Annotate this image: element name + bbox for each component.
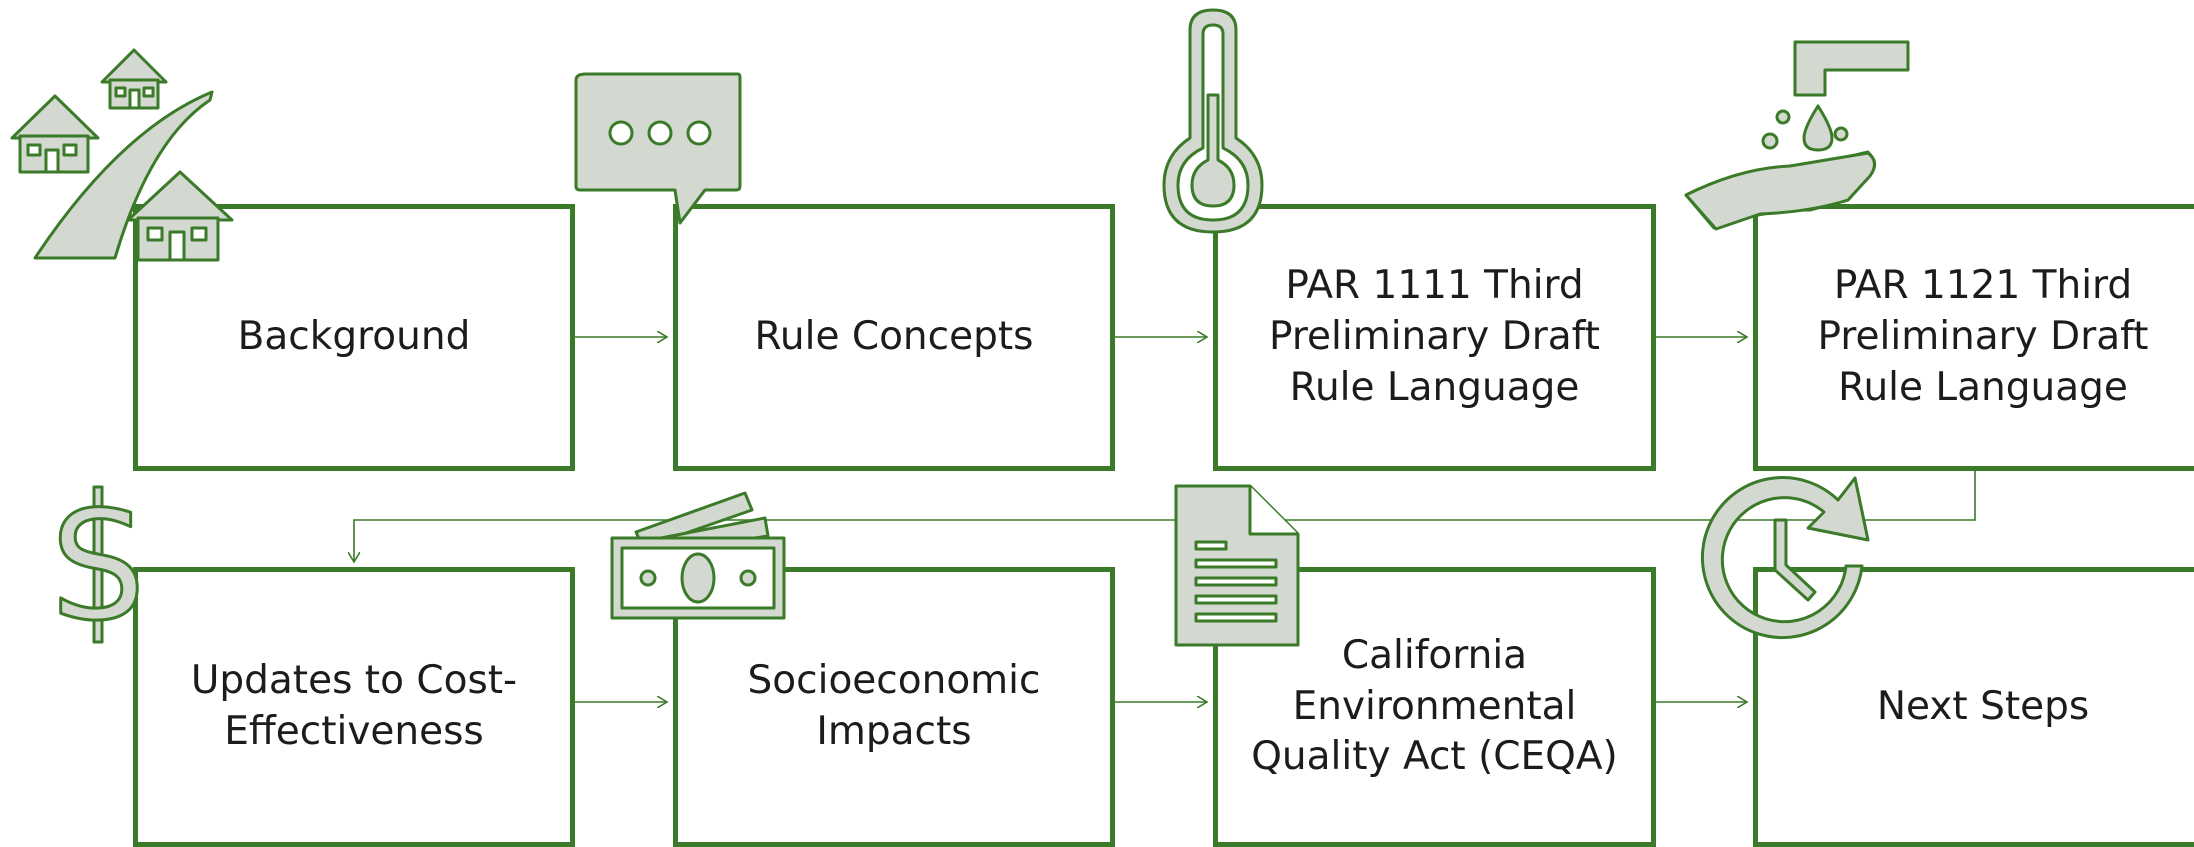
thermometer-icon [1162,8,1264,234]
step-label: PAR 1111 Third Preliminary Draft Rule La… [1269,263,1600,410]
money-stack-icon [610,491,786,620]
step-label: Next Steps [1876,683,2090,729]
step-box-par-1111: PAR 1111 Third Preliminary Draft Rule La… [1213,204,1656,471]
houses-icon [10,48,234,262]
document-icon [1174,484,1300,647]
arrow-4-5 [354,471,1976,562]
step-box-cost-effectiveness: Updates to Cost-Effectiveness [133,567,575,847]
step-label: Rule Concepts [754,314,1034,360]
step-box-rule-concepts: Rule Concepts [673,204,1115,471]
step-label: PAR 1121 Third Preliminary Draft Rule La… [1817,263,2149,410]
step-label: Socioeconomic Impacts [747,658,1041,754]
step-label: California Environmental Quality Act (CE… [1251,632,1618,780]
dollar-icon: S [49,479,147,656]
water-hand-icon [1684,40,1910,231]
speech-bubble-icon [574,72,742,225]
step-label: Updates to Cost-Effectiveness [190,658,518,754]
step-box-par-1121: PAR 1121 Third Preliminary Draft Rule La… [1753,204,2194,471]
step-box-background: Background [133,204,575,471]
svg-text:S: S [50,480,145,654]
clock-refresh-icon [1700,476,1870,640]
step-label: Background [237,314,471,360]
